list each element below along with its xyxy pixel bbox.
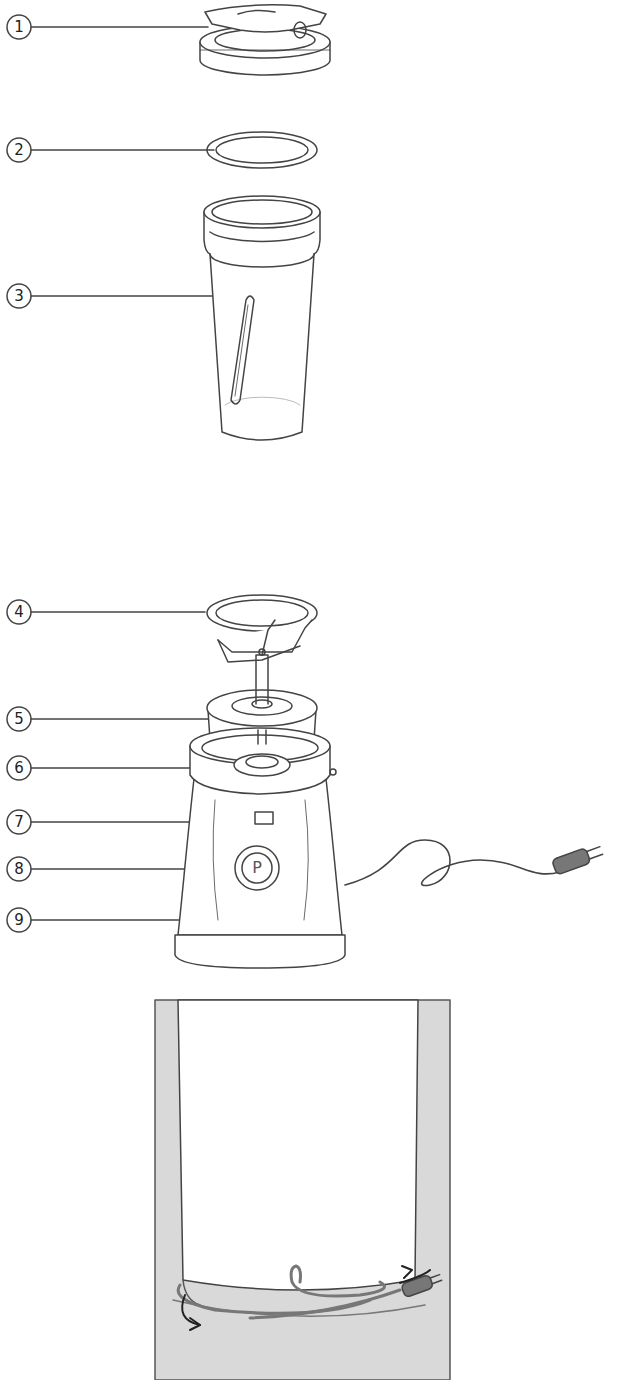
callout-number: 3	[14, 289, 24, 304]
lid	[200, 5, 330, 75]
callout-number: 7	[14, 815, 24, 830]
callout-number: 9	[14, 913, 24, 928]
callout-number: 1	[14, 20, 24, 35]
callout-number: 4	[14, 605, 24, 620]
callout-number: 5	[14, 712, 24, 727]
callout-number: 6	[14, 761, 24, 776]
callout-number: 2	[14, 143, 24, 158]
cord-storage-inset	[155, 1000, 450, 1380]
sealing-ring	[207, 132, 317, 168]
callout-number: 8	[14, 862, 24, 877]
button-letter: P	[252, 860, 262, 876]
motor-unit	[175, 728, 604, 968]
beaker	[204, 196, 320, 440]
